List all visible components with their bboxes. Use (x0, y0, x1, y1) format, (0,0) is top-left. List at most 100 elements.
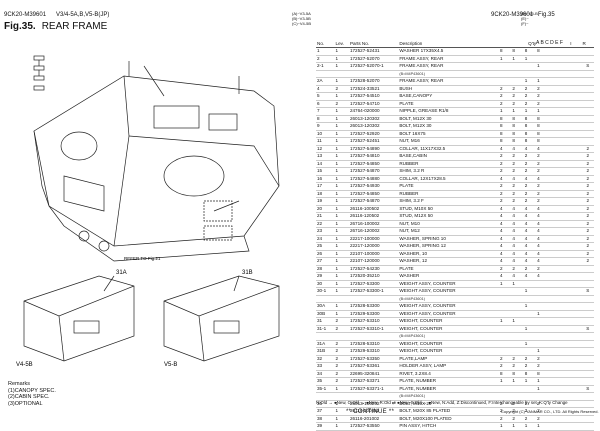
cell-lev (334, 332, 349, 341)
cell-qty: 2 (495, 85, 508, 93)
cell-r (581, 295, 594, 303)
illustration-label: 31A (116, 270, 127, 276)
cell-r (581, 85, 594, 93)
cell-description: BASE,CABIN (398, 152, 496, 161)
cell-qty (507, 385, 520, 393)
cell-parts-no: 172527-53371 (348, 377, 399, 386)
cell-qty: 8 (519, 122, 533, 131)
cell-qty: 2 (519, 160, 533, 168)
cell-qty (544, 362, 557, 371)
cell-qty (544, 190, 557, 198)
cell-qty: 8 (507, 115, 520, 123)
cell-qty: 4 (519, 242, 533, 251)
cell-qty: 4 (507, 257, 520, 266)
cell-r (581, 265, 594, 273)
cell-description: WEIGHT ASSY, COUNTER (398, 287, 496, 296)
cell-r (581, 317, 594, 326)
cell-qty: 8 (495, 137, 508, 146)
cell-qty (544, 355, 557, 363)
cell-description: NUT, M16 (398, 137, 496, 146)
header-right: 9CK20-M39601 Fig.35 (491, 12, 555, 18)
cell-qty: 4 (519, 220, 533, 228)
cell-parts-no: 172527-52431 (348, 47, 399, 56)
cell-qty: 2 (532, 265, 545, 273)
cell-qty: 8 (495, 115, 508, 123)
cell-qty (507, 70, 520, 78)
cell-qty (544, 85, 557, 93)
cell-qty (495, 287, 508, 296)
parts-table: No. Lev. Parts No. Description Q'ty I R … (316, 40, 594, 431)
illustration-label: 31B (242, 270, 253, 276)
cell-qty (556, 250, 570, 258)
cell-qty: 4 (532, 145, 545, 153)
cell-lev: 1 (334, 167, 349, 176)
cell-qty (556, 182, 570, 191)
cell-r: S (581, 62, 594, 71)
cell-description: (B=M4P43601) (398, 392, 496, 401)
cell-lev: 1 (334, 227, 349, 236)
cell-description: PLATE, NUMBER (398, 377, 496, 386)
cell-no: 31-1 (316, 325, 335, 333)
cell-qty: 4 (532, 175, 545, 183)
cell-i (569, 115, 582, 123)
cell-no (316, 295, 335, 303)
cell-qty: 1 (532, 62, 545, 71)
cell-qty (556, 137, 570, 146)
cell-qty: 2 (507, 152, 520, 161)
cell-parts-no: 22217-100000 (348, 235, 399, 243)
cell-qty: 2 (507, 100, 520, 108)
cell-qty: 1 (507, 55, 520, 63)
cell-lev: 1 (334, 212, 349, 221)
cell-parts-no (348, 392, 399, 401)
cell-parts-no: 26013-120302 (348, 115, 399, 123)
cell-qty (495, 325, 508, 333)
cell-qty: 4 (507, 242, 520, 251)
cell-qty: 2 (507, 167, 520, 176)
cell-qty: 4 (507, 205, 520, 213)
cell-qty: 4 (532, 220, 545, 228)
cell-qty (507, 332, 520, 341)
cell-r (581, 340, 594, 348)
cell-no: 13 (316, 152, 335, 161)
cell-qty: 1 (519, 340, 533, 348)
cell-i (569, 145, 582, 153)
model-legend-left: (A)~V3-5A (B)~V3-5B (C)~V4-5B (292, 11, 311, 26)
cell-qty (507, 340, 520, 348)
cell-parts-no: 172527-52920 (348, 130, 399, 138)
col-i: I (569, 40, 582, 48)
cell-r: 2 (581, 220, 594, 228)
cell-description: BUSH (398, 85, 496, 93)
cell-qty: 2 (532, 400, 545, 408)
col-lev: Lev. (334, 40, 349, 48)
cell-qty: 2 (532, 407, 545, 416)
remarks-line: (3)OPTIONAL (8, 400, 43, 407)
cell-qty (556, 77, 570, 86)
cell-qty (556, 167, 570, 176)
cell-qty: 2 (495, 100, 508, 108)
cell-lev: 1 (334, 115, 349, 123)
cell-no: 17 (316, 182, 335, 191)
cell-qty (556, 55, 570, 63)
cell-lev: 1 (334, 122, 349, 131)
table-note-row: (B=M4P43601) (316, 392, 594, 401)
cell-qty (495, 385, 508, 393)
cell-description: COLLAR, 12X17X28.5 (398, 175, 496, 183)
cell-i (569, 175, 582, 183)
cell-qty (544, 272, 557, 281)
cell-description: WASHER (398, 272, 496, 281)
cell-qty (544, 175, 557, 183)
header-models: V3/4-5A,B,V5-B(JP) (56, 12, 110, 18)
cell-lev: 2 (334, 85, 349, 93)
cell-qty: 2 (519, 85, 533, 93)
cell-qty: 2 (495, 190, 508, 198)
cell-i (569, 55, 582, 63)
cell-qty (495, 302, 508, 311)
cell-qty: 4 (495, 227, 508, 236)
table-note-row: (B=M4P43601) (316, 70, 594, 78)
